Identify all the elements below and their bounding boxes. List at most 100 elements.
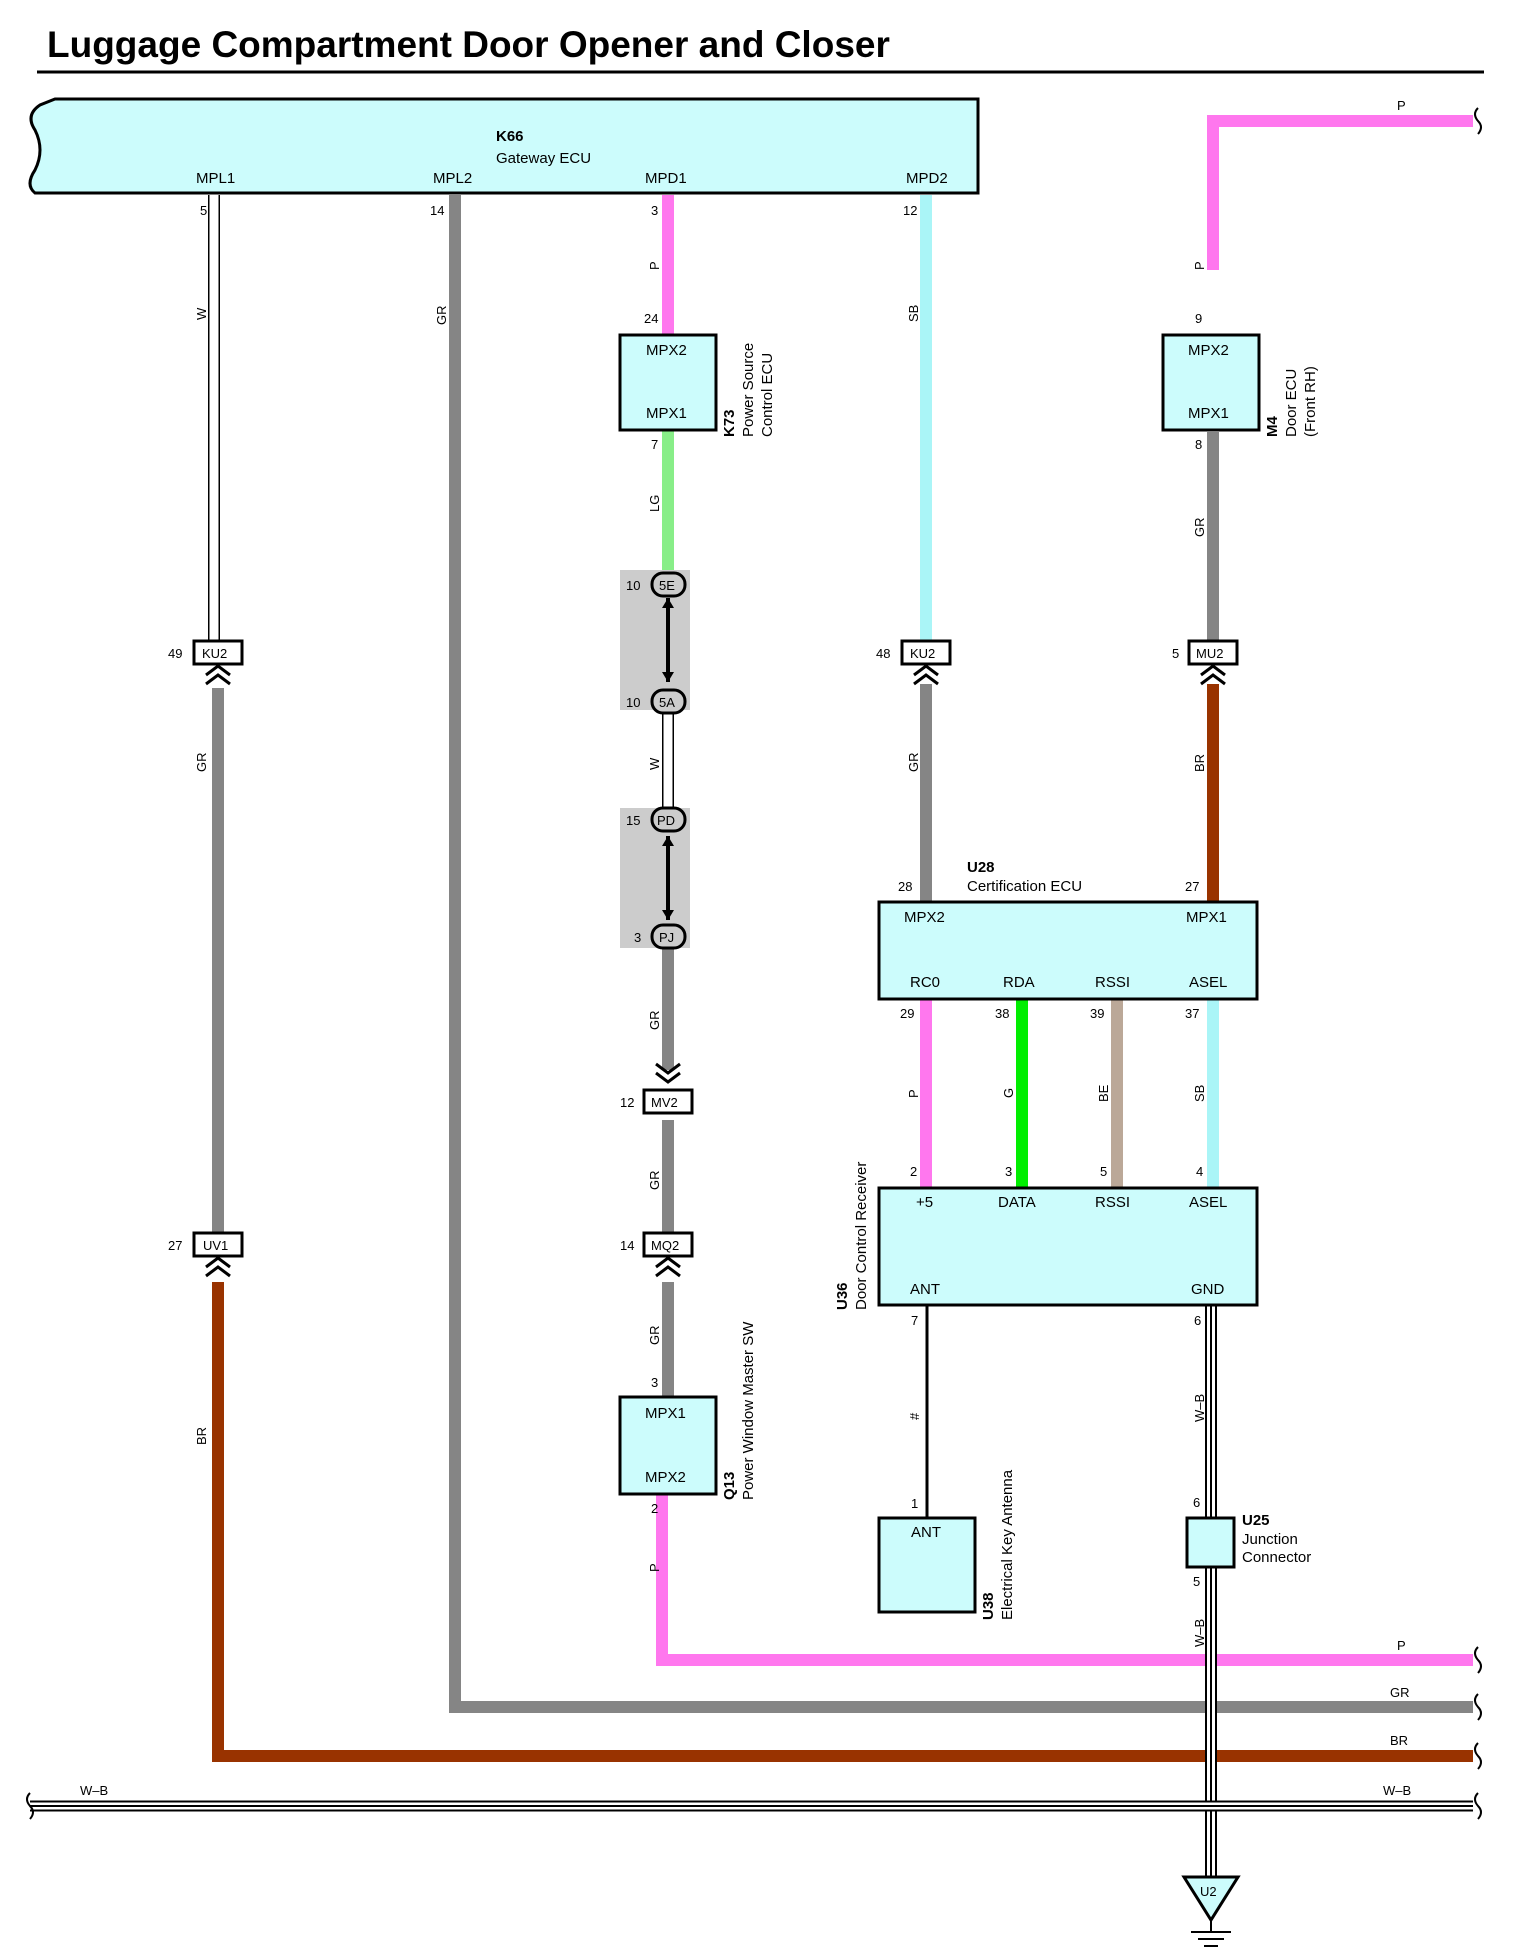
splice-5a-code: 5A: [659, 695, 675, 710]
connector-uv1-pin: 27: [168, 1238, 182, 1253]
wire-label-shield: #: [907, 1412, 922, 1420]
u36-num-4: 4: [1196, 1164, 1203, 1179]
break-mark-p: [1474, 1646, 1482, 1674]
u25-num-6: 6: [1193, 1495, 1200, 1510]
u28-box: [877, 900, 1259, 1001]
connector-uv1: UV1 27: [168, 1231, 244, 1278]
wire-label-gr5: GR: [647, 1326, 662, 1346]
connector-ku2-mid: KU2 48: [876, 639, 952, 686]
splice-5e-pin: 10: [626, 578, 640, 593]
connector-mv2: MV2 12: [620, 1062, 694, 1115]
gateway-name: Gateway ECU: [496, 150, 591, 167]
wire-label-gr2: GR: [434, 306, 449, 326]
wire-label-lg: LG: [647, 495, 662, 512]
u36-num-5: 5: [1100, 1164, 1107, 1179]
q13-name: Power Window Master SW: [740, 1321, 757, 1500]
gateway-pin-number-14: 14: [430, 203, 444, 218]
u25-code: U25: [1242, 1512, 1270, 1529]
wire-label-be: BE: [1096, 1084, 1111, 1102]
u28-num-39: 39: [1090, 1006, 1104, 1021]
u36-pin-gnd: GND: [1191, 1281, 1225, 1298]
u28-num-38: 38: [995, 1006, 1009, 1021]
u36-code: U36: [834, 1282, 851, 1310]
m4-name-2: (Front RH): [1302, 366, 1319, 437]
m4-pin-bottom: MPX1: [1188, 405, 1229, 422]
u28-pin-mpx2: MPX2: [904, 909, 945, 926]
connector-ku2-mid-chevrons: [913, 664, 939, 686]
splice-groups: 5E 10 5A 10 PD 15 PJ 3: [620, 570, 690, 950]
u36-num-3: 3: [1005, 1164, 1012, 1179]
break-mark-p-top: [1474, 107, 1482, 135]
splice-5e-code: 5E: [659, 578, 675, 593]
power-source-ecu: MPX2 MPX1 24 7 K73 Power Source Control …: [618, 311, 776, 452]
wire-label-gr1: GR: [194, 753, 209, 773]
break-marks: [26, 107, 1482, 1820]
u36-num-2: 2: [910, 1164, 917, 1179]
wire-label-wb1: W–B: [1192, 1394, 1207, 1422]
connector-mu2-box: [1187, 639, 1239, 666]
q13-code: Q13: [721, 1472, 738, 1500]
u38-name: Electrical Key Antenna: [999, 1469, 1016, 1620]
gateway-pin-number-3: 3: [651, 203, 658, 218]
ground-code: U2: [1200, 1884, 1217, 1899]
u25-num-5: 5: [1193, 1574, 1200, 1589]
wire-label-p3: P: [1192, 261, 1207, 270]
ground-triangle: [1181, 1875, 1241, 1923]
gateway-ecu: K66 Gateway ECU MPL1 MPL2 MPD1 MPD2 5 14…: [28, 97, 980, 218]
u28-pin-asel: ASEL: [1189, 974, 1227, 991]
break-mark-wb-right: [1474, 1792, 1482, 1820]
gateway-code: K66: [496, 128, 524, 145]
splice-arrows-2: [662, 836, 674, 920]
m4-name-1: Door ECU: [1283, 369, 1300, 437]
connector-mq2-pin: 14: [620, 1238, 634, 1253]
connector-mq2-code: MQ2: [651, 1238, 679, 1253]
u36-pin-rssi: RSSI: [1095, 1194, 1130, 1211]
connector-ku2-mid-box: [900, 639, 952, 666]
door-control-receiver: +5 DATA RSSI ASEL 2 3 5 4 ANT GND 7 6 U3…: [834, 1162, 1259, 1328]
wire-label-gr7: GR: [1192, 518, 1207, 538]
splice-pd-pin: 15: [626, 813, 640, 828]
splice-arrows-1: [662, 598, 674, 682]
splice-5a-pin: 10: [626, 695, 640, 710]
connector-uv1-chevrons: [205, 1256, 231, 1278]
break-mark-gr: [1474, 1693, 1482, 1721]
bus-label-gr: GR: [1390, 1685, 1410, 1700]
connector-mv2-code: MV2: [651, 1095, 678, 1110]
bus-label-wb-left: W–B: [80, 1783, 108, 1798]
k73-code: K73: [721, 409, 738, 437]
wire-p-bus: [656, 1495, 1473, 1666]
u28-num-29: 29: [900, 1006, 914, 1021]
wires: [30, 115, 1473, 1876]
u28-pin-rssi: RSSI: [1095, 974, 1130, 991]
u36-pin-plus5: +5: [916, 1194, 933, 1211]
connector-mq2: MQ2 14: [620, 1231, 694, 1278]
connector-uv1-box: [192, 1231, 244, 1258]
u25-box: [1185, 1516, 1236, 1569]
u25-name-1: Junction: [1242, 1531, 1298, 1548]
splice-pd: [650, 806, 687, 833]
wire-labels: W GR BR GR P LG W GR GR GR P SB GR P GR …: [194, 261, 1207, 1647]
u28-code: U28: [967, 859, 995, 876]
gateway-pin-mpl2: MPL2: [433, 170, 472, 187]
u38-pin-ant: ANT: [911, 1524, 941, 1541]
connector-ku2-mid-code: KU2: [910, 646, 935, 661]
u36-name: Door Control Receiver: [853, 1162, 870, 1310]
m4-num-bottom: 8: [1195, 437, 1202, 452]
connector-ku2-left-code: KU2: [202, 646, 227, 661]
u28-pin-rc0: RC0: [910, 974, 940, 991]
k73-num-bottom: 7: [651, 437, 658, 452]
ground-u2: U2: [1181, 1875, 1241, 1947]
u28-num-27: 27: [1185, 879, 1199, 894]
connector-ku2-left: KU2 49: [168, 639, 244, 686]
connector-mu2: MU2 5: [1172, 639, 1239, 686]
m4-num-top: 9: [1195, 311, 1202, 326]
wire-label-sb1: SB: [906, 305, 921, 322]
k73-pin-top: MPX2: [646, 342, 687, 359]
splice-pj-code: PJ: [659, 930, 674, 945]
connector-mq2-box: [642, 1231, 694, 1258]
bus-labels: P P GR BR W–B W–B: [80, 98, 1411, 1798]
connector-ku2-mid-pin: 48: [876, 646, 890, 661]
q13-pin-top: MPX1: [645, 1405, 686, 1422]
wire-p-top: [1207, 115, 1473, 270]
